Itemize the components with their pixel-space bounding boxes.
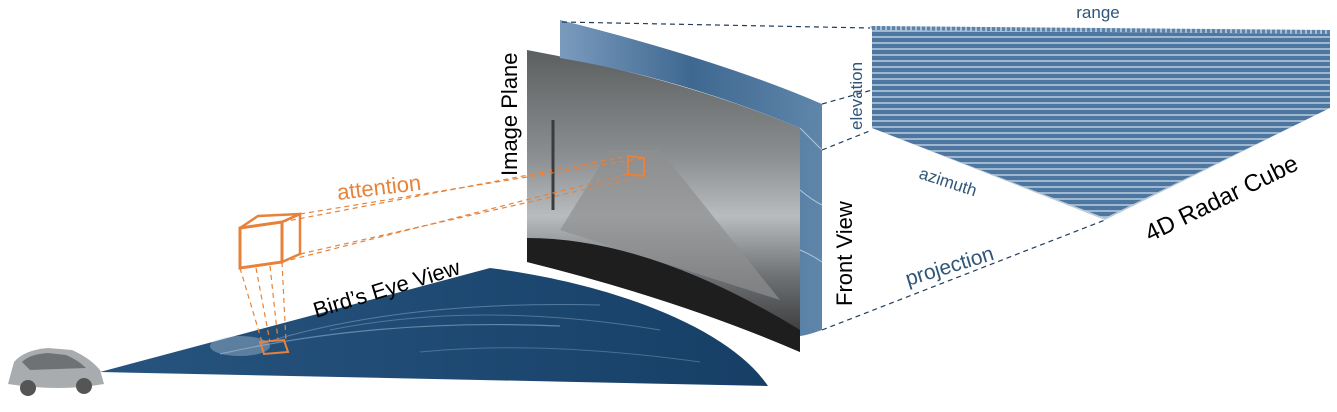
attention-lines xyxy=(239,155,645,343)
bev-fan xyxy=(100,268,768,386)
bev-streak xyxy=(419,347,701,363)
bev-glow xyxy=(210,336,270,356)
range-label: range xyxy=(1076,3,1119,22)
cube-front-face xyxy=(872,30,1330,218)
front-view-slice-texture xyxy=(799,127,823,263)
projection-lines xyxy=(561,21,1106,331)
attention-box-top xyxy=(239,212,301,230)
image-plane-label: Image Plane xyxy=(497,52,522,176)
bev-streak xyxy=(329,314,661,331)
bev-streak xyxy=(259,303,601,345)
bev-streak xyxy=(219,323,561,355)
camera-image-plane xyxy=(527,50,800,352)
radar-cube xyxy=(870,26,1330,220)
front-view-slice xyxy=(560,20,822,336)
camera-road xyxy=(560,150,780,300)
attention-box-front xyxy=(238,220,284,270)
car-icon xyxy=(8,348,104,396)
cube-top-face xyxy=(870,26,1330,34)
azimuth-label: azimuth xyxy=(917,164,979,200)
projection-label: projection xyxy=(903,242,997,291)
cube-side-face xyxy=(872,108,1330,220)
elevation-label: elevation xyxy=(847,62,866,130)
camera-hood xyxy=(527,238,800,352)
attention-bev-box xyxy=(258,338,290,356)
front-view-label: Front View xyxy=(832,201,857,306)
birds-eye-view-map xyxy=(100,268,768,386)
attention-label: attention xyxy=(336,170,423,205)
